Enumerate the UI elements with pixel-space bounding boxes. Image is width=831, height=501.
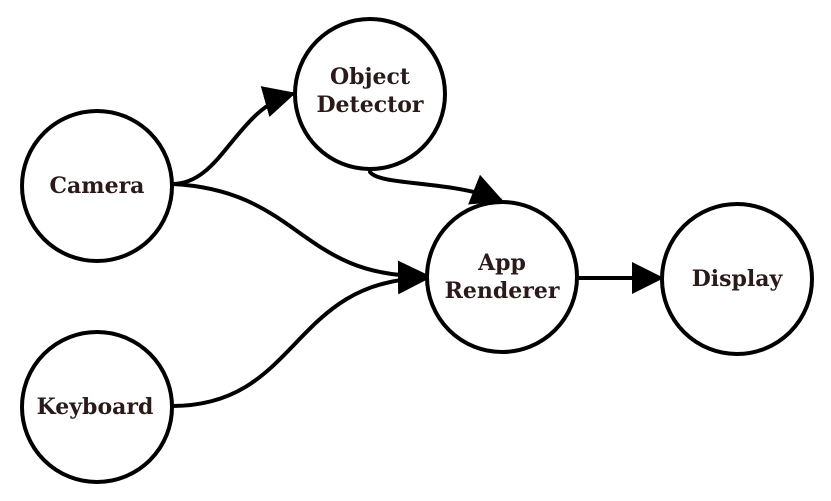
node-display-label: Display [692, 266, 784, 292]
node-app-renderer-label-line1: App [477, 250, 526, 276]
node-object-detector: Object Detector [293, 17, 447, 171]
node-display: Display [660, 202, 814, 356]
edge-object-detector-to-app-renderer [368, 170, 504, 205]
node-camera: Camera [20, 109, 174, 263]
node-app-renderer: App Renderer [425, 200, 579, 354]
node-app-renderer-label-line2: Renderer [445, 278, 560, 304]
node-keyboard-label: Keyboard [37, 394, 154, 420]
edge-camera-to-app-renderer [170, 182, 430, 293]
edge-camera-to-object-detector [170, 86, 296, 186]
edges-group [170, 86, 664, 408]
edge-keyboard-to-app-renderer [170, 262, 430, 408]
node-object-detector-label-line1: Object [330, 64, 411, 90]
node-object-detector-label-line2: Detector [316, 92, 423, 118]
node-camera-label: Camera [50, 173, 145, 199]
node-keyboard: Keyboard [20, 330, 174, 484]
